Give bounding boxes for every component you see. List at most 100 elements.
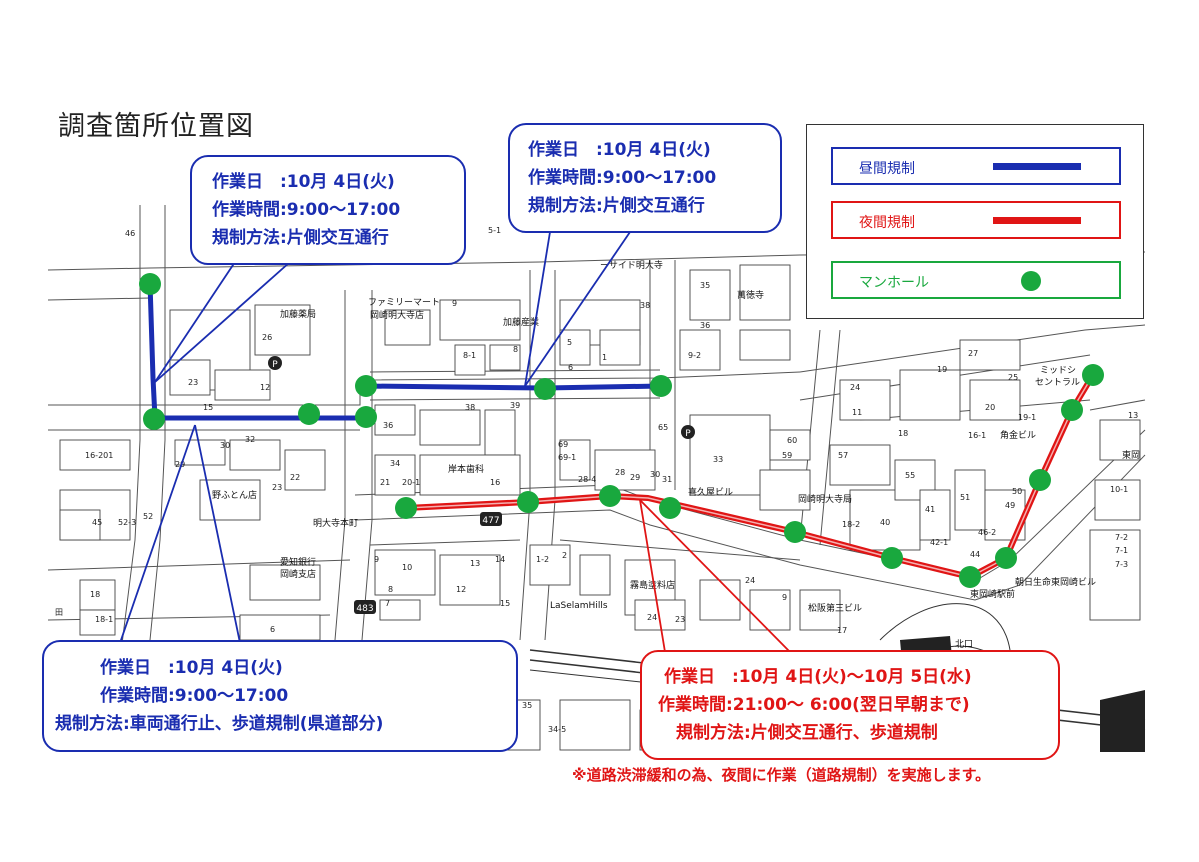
svg-text:36: 36 <box>383 421 393 430</box>
svg-text:8-1: 8-1 <box>463 351 476 360</box>
callout-pointers <box>119 231 791 653</box>
legend-night: 夜間規制 <box>831 201 1121 239</box>
svg-text:15: 15 <box>500 599 510 608</box>
buildings <box>59 264 1141 751</box>
stop-name-label: 明大寺本町 <box>313 517 358 529</box>
svg-text:25: 25 <box>1008 373 1018 382</box>
matsuzaka-label: 松阪第三ビル <box>808 602 862 614</box>
svg-text:46: 46 <box>125 229 135 238</box>
svg-text:69-1: 69-1 <box>558 453 576 462</box>
riverside-label: ーサイド明大寺 <box>600 259 663 271</box>
legend-day: 昼間規制 <box>831 147 1121 185</box>
svg-text:11: 11 <box>852 408 862 417</box>
svg-text:1-2: 1-2 <box>536 555 549 564</box>
svg-text:10: 10 <box>402 563 412 572</box>
svg-text:9: 9 <box>452 299 457 308</box>
svg-text:36: 36 <box>700 321 710 330</box>
legend-night-label: 夜間規制 <box>859 215 915 231</box>
manholes <box>139 273 1104 588</box>
svg-text:23: 23 <box>675 615 685 624</box>
higashi-label: 東岡 <box>1122 449 1140 461</box>
svg-text:57: 57 <box>838 451 848 460</box>
familymart-branch-label: 岡崎明大寺店 <box>370 309 424 321</box>
svg-text:65: 65 <box>658 423 668 432</box>
callout-top-center: 作業日 :10月 4日(火) 作業時間:9:00～17:00 規制方法:片側交互… <box>508 123 782 233</box>
svg-text:35: 35 <box>522 701 532 710</box>
svg-text:7: 7 <box>385 599 390 608</box>
callout-bottom-left: 作業日 :10月 4日(火) 作業時間:9:00～17:00 規制方法:車両通行… <box>42 640 518 752</box>
legend-manhole: マンホール <box>831 261 1121 299</box>
callout-line: 作業時間:9:00～17:00 <box>100 686 289 706</box>
svg-text:33: 33 <box>713 455 723 464</box>
route-477-label: 477 <box>482 516 499 526</box>
kitaguchi-label: 北口 <box>955 639 973 650</box>
manpukuji-label: 萬徳寺 <box>737 289 764 301</box>
svg-text:14: 14 <box>495 555 505 564</box>
route-483-label: 483 <box>356 604 373 614</box>
parking-label-1: P <box>272 360 278 370</box>
svg-text:6: 6 <box>270 625 275 634</box>
callout-line: 作業時間:9:00～17:00 <box>212 200 401 220</box>
svg-text:69: 69 <box>558 440 568 449</box>
svg-text:19: 19 <box>937 365 947 374</box>
svg-text:8: 8 <box>513 345 518 354</box>
svg-text:23: 23 <box>188 378 198 387</box>
kadokin-label: 角金ビル <box>1000 429 1036 441</box>
svg-text:40: 40 <box>880 518 890 527</box>
svg-text:29: 29 <box>175 460 185 469</box>
svg-text:23: 23 <box>272 483 282 492</box>
svg-text:29: 29 <box>630 473 640 482</box>
svg-text:30: 30 <box>220 441 230 450</box>
svg-text:10-1: 10-1 <box>1110 485 1128 494</box>
svg-text:38: 38 <box>465 403 475 412</box>
kishimoto-label: 岸本歯科 <box>448 463 484 475</box>
svg-text:7-1: 7-1 <box>1115 546 1128 555</box>
laselam-label: LaSelamHills <box>550 601 608 611</box>
svg-text:55: 55 <box>905 471 915 480</box>
route-shields: 477 483 P P <box>268 356 695 614</box>
svg-text:9: 9 <box>374 555 379 564</box>
svg-text:21: 21 <box>380 478 390 487</box>
callout-line: 作業日 :10月 4日(火) <box>528 140 711 160</box>
legend-day-line <box>993 163 1081 170</box>
familymart-label: ファミリーマート <box>368 298 440 308</box>
central-label: セントラル <box>1035 377 1080 388</box>
callout-line: 作業日 :10月 4日(火) <box>212 172 395 192</box>
svg-text:24: 24 <box>745 576 755 585</box>
svg-text:38: 38 <box>640 301 650 310</box>
svg-text:18-1: 18-1 <box>95 615 113 624</box>
manhole-icon <box>1021 271 1041 291</box>
svg-text:52-3: 52-3 <box>118 518 136 527</box>
svg-text:59: 59 <box>782 451 792 460</box>
svg-text:34: 34 <box>390 459 400 468</box>
svg-text:16: 16 <box>490 478 500 487</box>
svg-text:31: 31 <box>662 475 672 484</box>
notice-text: ※道路渋滞緩和の為、夜間に作業（道路規制）を実施します。 <box>572 766 991 784</box>
svg-text:13: 13 <box>1128 411 1138 420</box>
svg-text:20-1: 20-1 <box>402 478 420 487</box>
callout-line: 作業時間:21:00～ 6:00(翌日早朝まで) <box>658 695 970 715</box>
callout-line: 規制方法:片側交互通行、歩道規制 <box>676 723 938 743</box>
svg-text:51: 51 <box>960 493 970 502</box>
svg-text:24: 24 <box>647 613 657 622</box>
svg-text:16-1: 16-1 <box>968 431 986 440</box>
svg-text:5-1: 5-1 <box>488 226 501 235</box>
svg-text:18-2: 18-2 <box>842 520 860 529</box>
svg-text:28: 28 <box>615 468 625 477</box>
svg-text:田: 田 <box>55 608 63 617</box>
parking-label-2: P <box>685 429 691 439</box>
svg-text:16-201: 16-201 <box>85 451 113 460</box>
svg-text:27: 27 <box>968 349 978 358</box>
kato-drug-label: 加藤薬局 <box>280 308 316 320</box>
svg-text:7-3: 7-3 <box>1115 560 1128 569</box>
svg-text:13: 13 <box>470 559 480 568</box>
kirishima-label: 霧島塗料店 <box>630 579 675 591</box>
svg-text:9: 9 <box>782 593 787 602</box>
callout-line: 作業日 :10月 4日(火) <box>100 658 283 678</box>
svg-text:39: 39 <box>510 401 520 410</box>
callout-line: 規制方法:片側交互通行 <box>528 196 705 216</box>
mid-label: ミッドシ <box>1040 366 1076 376</box>
legend-manhole-label: マンホール <box>859 275 929 291</box>
svg-text:49: 49 <box>1005 501 1015 510</box>
callout-bottom-right: 作業日 :10月 4日(火)～10月 5日(水) 作業時間:21:00～ 6:0… <box>640 650 1060 760</box>
